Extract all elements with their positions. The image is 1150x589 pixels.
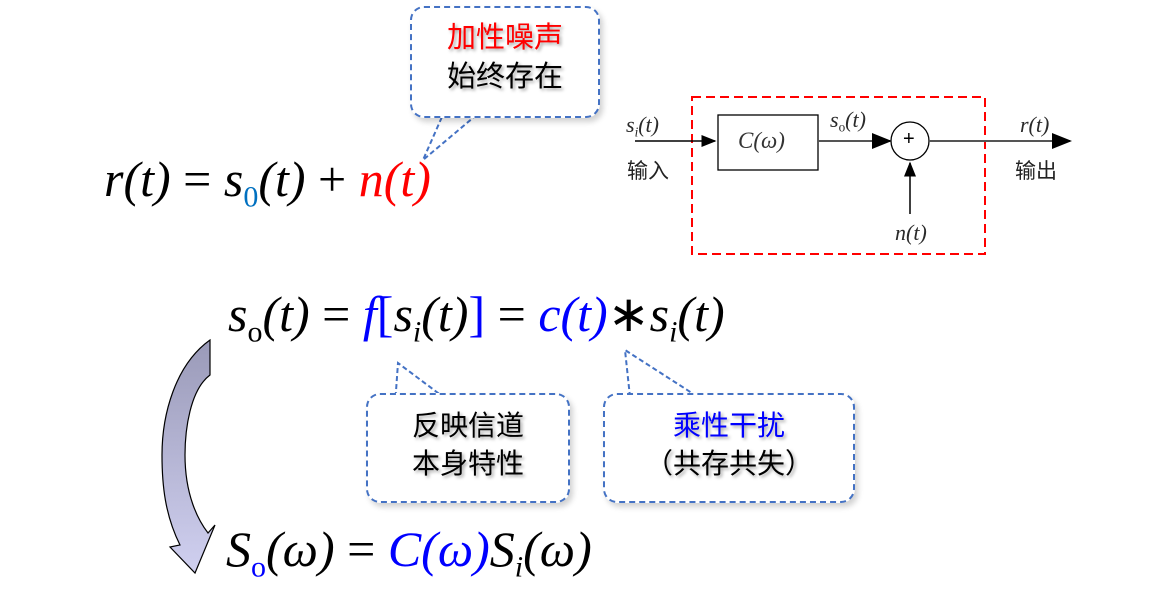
input-signal-label: si(t) <box>626 112 659 140</box>
input-label: 输入 <box>627 159 669 183</box>
channel-block-diagram <box>635 96 1072 255</box>
channel-characteristic-callout: 反映信道 本身特性 <box>366 393 570 503</box>
transform-arrow-icon <box>161 338 216 575</box>
noise-callout: 加性噪声 始终存在 <box>410 6 600 118</box>
output-label: 输出 <box>1015 159 1057 183</box>
output-signal-label: r(t) <box>1020 112 1050 137</box>
channel-block-label: C(ω) <box>738 128 785 153</box>
channel-output-signal-label: so(t) <box>830 107 866 135</box>
noise-callout-line1: 加性噪声 <box>446 20 563 54</box>
multiplicative-interference-callout: 乘性干扰 （共存共失） <box>603 393 855 503</box>
received-signal-equation: r(t) = s0(t) + n(t) <box>104 151 431 214</box>
noise-callout-tail <box>422 109 481 161</box>
noise-callout-line2: 始终存在 <box>446 59 563 94</box>
channel-boundary <box>691 96 986 255</box>
frequency-domain-equation: So(ω) = C(ω)Si(ω) <box>226 521 592 584</box>
noise-term: n(t) <box>358 151 431 207</box>
noise-signal-label: n(t) <box>895 220 927 245</box>
adder-symbol: + <box>903 128 915 150</box>
multiplicative-callout-tail <box>623 348 696 398</box>
time-domain-equation: so(t) = f[si(t)] = c(t)∗si(t) <box>228 286 725 349</box>
